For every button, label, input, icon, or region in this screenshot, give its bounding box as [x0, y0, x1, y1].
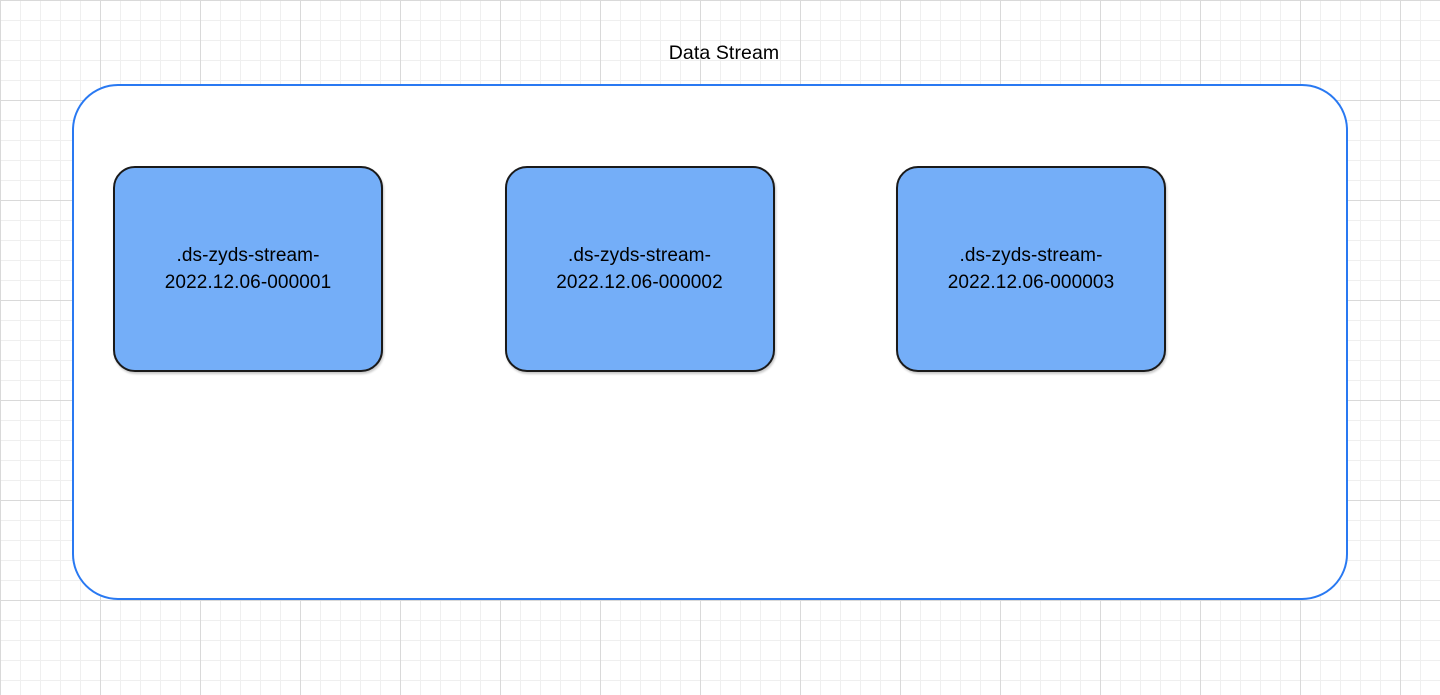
backing-index-label-2: .ds-zyds-stream- 2022.12.06-000002: [556, 244, 723, 294]
backing-index-row: .ds-zyds-stream- 2022.12.06-000001 .ds-z…: [113, 166, 1166, 372]
backing-index-box-2[interactable]: .ds-zyds-stream- 2022.12.06-000002: [504, 166, 775, 372]
backing-index-box-3[interactable]: .ds-zyds-stream- 2022.12.06-000003: [896, 166, 1166, 372]
backing-index-label-1: .ds-zyds-stream- 2022.12.06-000001: [164, 244, 332, 294]
backing-index-label-3: .ds-zyds-stream- 2022.12.06-000003: [947, 244, 1115, 294]
backing-index-box-1[interactable]: .ds-zyds-stream- 2022.12.06-000001: [113, 166, 383, 372]
page-title: Data Stream: [668, 42, 780, 64]
